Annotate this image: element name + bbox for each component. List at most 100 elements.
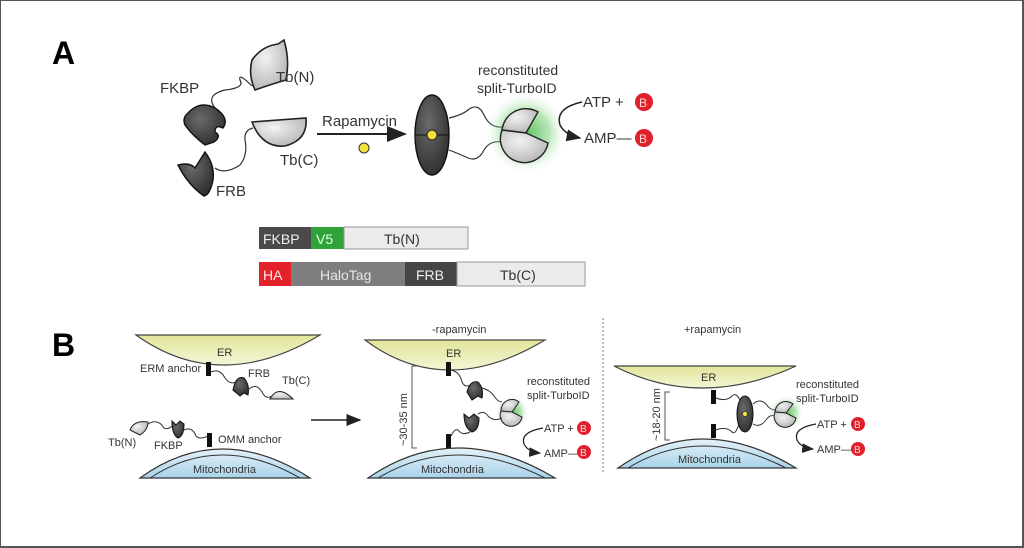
rapamycin-bound	[426, 129, 438, 141]
biotin-atp-middle	[577, 421, 591, 435]
biotin-atp-right	[851, 417, 865, 431]
amp-label-middle: AMP—	[544, 448, 579, 460]
distance-label-right: ~18-20 nm	[651, 388, 663, 441]
erm-anchor-label: ERM anchor	[140, 363, 201, 375]
reconstituted-label-2: split-TurboID	[477, 80, 557, 96]
segment-v5	[311, 227, 344, 249]
reaction-arrow	[558, 101, 583, 142]
omm-anchor	[207, 433, 212, 447]
distance-label-middle: ~30-35 nm	[398, 393, 410, 446]
linker-fkbp-tb-middle	[477, 411, 503, 421]
linker-fkbp-omm	[183, 428, 209, 439]
segment-halotag	[291, 262, 405, 286]
biotin-atp-middle-label: B	[580, 424, 587, 435]
mito-label-right: Mitochondria	[678, 454, 742, 466]
linker-frb-tb-middle	[481, 387, 503, 403]
er-anchor-middle	[446, 362, 451, 376]
atp-label-right: ATP +	[817, 419, 847, 431]
construct-1: FKBP V5 Tb(N)	[259, 226, 469, 250]
frb-domain-left	[232, 377, 249, 397]
frb-domain	[176, 150, 215, 197]
turboid-c-half	[499, 129, 549, 164]
tb-n-fragment	[249, 38, 289, 91]
biotin-amp-label: B	[639, 132, 647, 146]
distance-bracket-middle	[411, 365, 417, 449]
atp-label-middle: ATP +	[544, 423, 574, 435]
plus-rapamycin-title: +rapamycin	[684, 324, 741, 336]
er-label-middle: ER	[446, 348, 461, 360]
mito-outer-right	[616, 438, 799, 469]
mito-label-middle: Mitochondria	[421, 464, 485, 476]
amp-label: AMP—	[584, 130, 632, 147]
er-label-left: ER	[217, 347, 232, 359]
er-membrane-right	[613, 365, 797, 389]
linker-fkbp-omm-middle	[450, 429, 471, 437]
biotin-amp-middle	[577, 445, 591, 459]
segment-fkbp	[259, 227, 311, 249]
fkbp-domain-middle	[463, 412, 480, 433]
tb-n-label-left: Tb(N)	[108, 437, 136, 449]
segment-frb	[405, 262, 457, 286]
mito-label-left: Mitochondria	[193, 464, 257, 476]
tb-c-fragment	[250, 117, 307, 147]
segment-v5-label: V5	[316, 231, 333, 247]
biotin-atp-right-label: B	[854, 420, 861, 431]
linker-erm	[210, 370, 237, 384]
omm-anchor-label: OMM anchor	[218, 434, 282, 446]
mito-outer-left	[138, 448, 313, 479]
omm-anchor-middle	[446, 434, 451, 448]
segment-tb-n-label: Tb(N)	[384, 231, 420, 247]
er-membrane-left	[134, 334, 323, 366]
frb-label: FRB	[216, 183, 246, 200]
frb-label-left: FRB	[248, 368, 270, 380]
biotin-amp-middle-label: B	[580, 448, 587, 459]
amp-label-right: AMP—	[817, 444, 852, 456]
turboid-n-half	[501, 108, 539, 134]
reconstituted-label-right-2: split-TurboID	[796, 393, 859, 405]
tb-c-left	[269, 391, 295, 400]
distance-bracket-right	[664, 391, 670, 441]
tb-n-left	[129, 421, 149, 436]
er-label-right: ER	[701, 372, 716, 384]
linker-frb-tbc	[214, 127, 254, 172]
fkbp-domain	[183, 104, 226, 146]
reconstituted-label-middle-2: split-TurboID	[527, 390, 590, 402]
segment-tb-c	[456, 261, 586, 287]
turboid-middle-bottom	[499, 410, 523, 427]
linker-omm-dimer-right	[715, 419, 741, 434]
reconstituted-label-right-1: reconstituted	[796, 379, 859, 391]
segment-fkbp-label: FKBP	[263, 231, 300, 247]
turboid-right-bottom	[773, 411, 797, 428]
atp-label: ATP +	[583, 94, 624, 111]
tb-c-label: Tb(C)	[280, 152, 318, 169]
segment-tb-c-label: Tb(C)	[500, 267, 536, 283]
tb-c-label-left: Tb(C)	[282, 375, 310, 387]
mito-inner-right	[627, 445, 787, 469]
construct-2: HA HaloTag FRB Tb(C)	[259, 261, 586, 287]
segment-ha	[259, 262, 291, 286]
turboid-middle-top	[500, 398, 520, 413]
reconstituted-label-1: reconstituted	[478, 62, 558, 78]
linker-fkbp-tbn	[211, 76, 253, 109]
reconstituted-label-middle-1: reconstituted	[527, 376, 590, 388]
panel-b-letter: B	[52, 327, 75, 363]
fkbp-label-left: FKBP	[154, 440, 183, 452]
tb-n-label: Tb(N)	[276, 69, 314, 86]
reaction-arrow-right	[795, 423, 817, 453]
linker-tbn-fkbp	[147, 421, 173, 430]
biotin-amp-right-label: B	[854, 445, 861, 456]
fkbp-domain-left	[171, 419, 185, 439]
panel-a-letter: A	[52, 35, 75, 71]
biotin-atp-label: B	[639, 96, 647, 110]
minus-rapamycin-title: -rapamycin	[432, 324, 486, 336]
reaction-arrow-middle	[522, 427, 544, 457]
er-anchor-right	[711, 390, 716, 404]
mito-outer-middle	[366, 447, 558, 479]
segment-ha-label: HA	[263, 267, 283, 283]
biotin-amp-right	[851, 442, 865, 456]
omm-anchor-right	[711, 424, 716, 438]
mito-inner-middle	[377, 454, 546, 479]
segment-tb-n	[343, 226, 469, 250]
